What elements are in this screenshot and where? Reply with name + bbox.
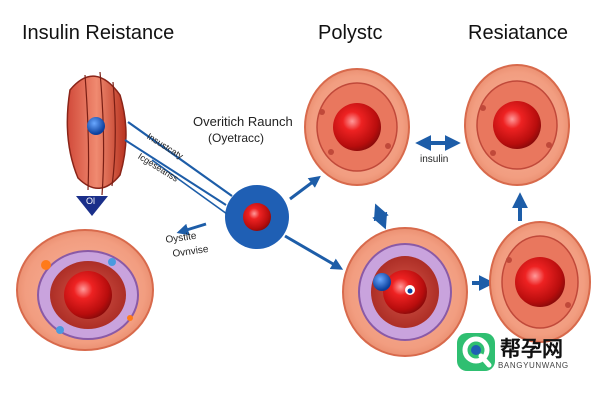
insulin-receptor-dot bbox=[87, 117, 105, 135]
title-right: Resiatance bbox=[468, 22, 569, 44]
cell-top-right bbox=[464, 64, 570, 186]
top-cells-arrows bbox=[372, 135, 528, 230]
muscle-organ bbox=[66, 71, 127, 196]
branch-title-label: Overitich Raunch bbox=[193, 114, 293, 129]
cell-bottom-middle bbox=[342, 227, 468, 357]
watermark: 帮孕网 BANGYUNWANG bbox=[452, 330, 592, 375]
watermark-cn-text: 帮孕网 bbox=[500, 337, 563, 361]
badge-label: Ol bbox=[86, 196, 95, 206]
title-left: Insulin Reistance bbox=[22, 22, 175, 44]
watermark-en-text: BANGYUNWANG bbox=[498, 361, 569, 370]
insulin-label: insulin bbox=[420, 154, 449, 165]
watermark-logo-icon bbox=[457, 333, 495, 371]
cell-top-middle bbox=[304, 68, 410, 186]
cell-bottom-left bbox=[16, 229, 154, 351]
connection-lines bbox=[124, 121, 344, 270]
center-disc bbox=[225, 185, 289, 249]
triangle-badge bbox=[76, 196, 108, 216]
title-middle: Polystc bbox=[318, 22, 383, 44]
cell-bottom-right bbox=[489, 221, 591, 343]
branch-sub-label: (Oyetracc) bbox=[208, 131, 265, 145]
